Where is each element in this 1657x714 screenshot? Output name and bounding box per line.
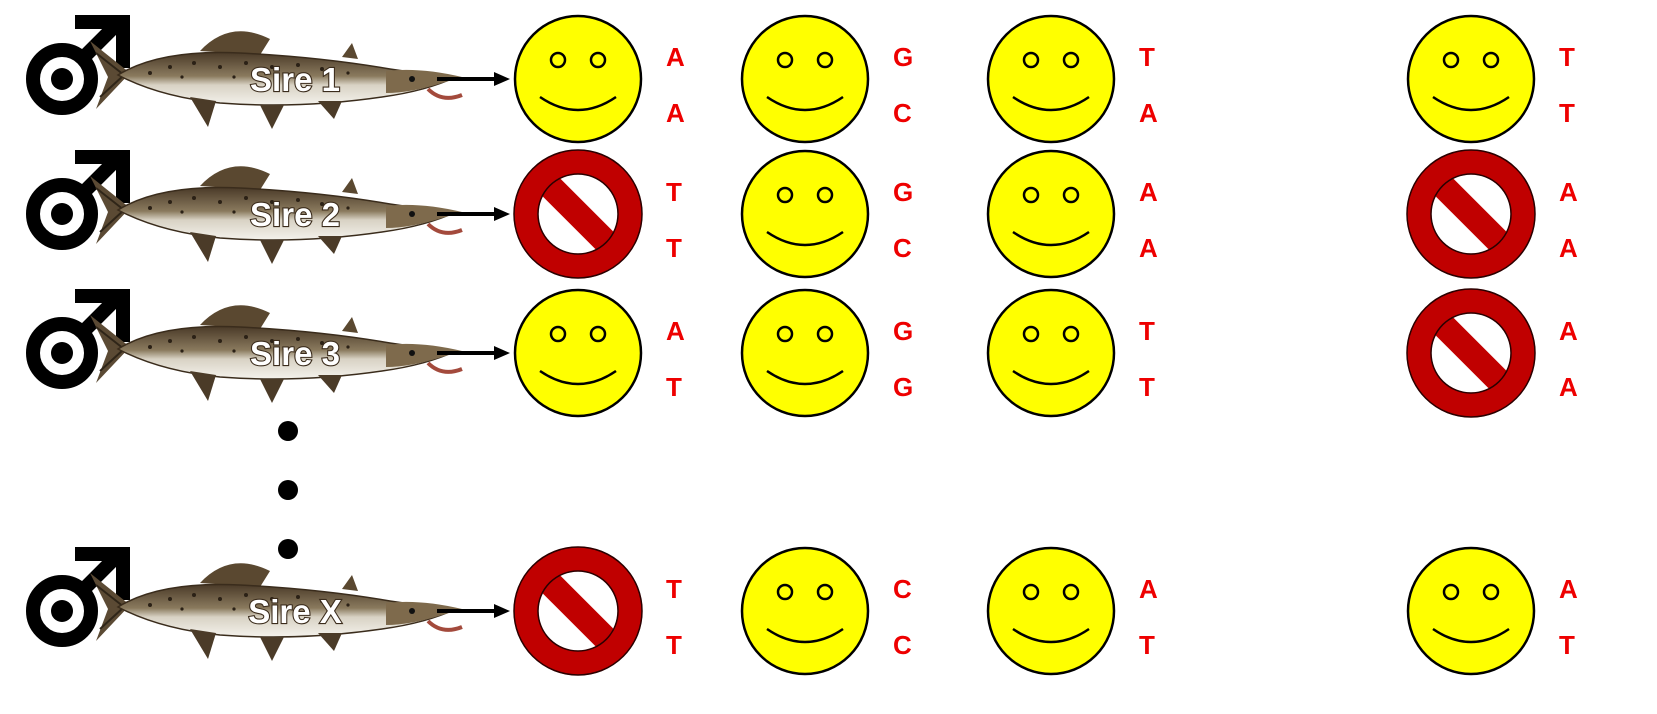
- allele-label: A: [1139, 177, 1158, 207]
- allele-label: A: [1139, 233, 1158, 263]
- allele-label: G: [893, 316, 913, 346]
- smiley-face-icon: [986, 288, 1116, 418]
- smiley-face-icon: [513, 288, 643, 418]
- allele-label: A: [666, 42, 685, 72]
- genotype-cell: TT: [514, 150, 682, 278]
- smiley-face-icon: [740, 149, 870, 279]
- allele-label: T: [1559, 630, 1575, 660]
- sire-label: Sire X: [248, 593, 342, 630]
- arrow-icon: [437, 72, 510, 86]
- allele-label: A: [1559, 372, 1578, 402]
- allele-label: T: [666, 630, 682, 660]
- arrow-icon: [437, 207, 510, 221]
- genotype-cell: GG: [740, 288, 913, 418]
- allele-label: T: [666, 372, 682, 402]
- genotype-cell: TT: [1406, 14, 1575, 144]
- allele-label: C: [893, 233, 912, 263]
- allele-label: A: [1559, 316, 1578, 346]
- allele-label: T: [1139, 316, 1155, 346]
- sire-label: Sire 2: [250, 196, 340, 233]
- allele-label: A: [1139, 98, 1158, 128]
- smiley-face-icon: [740, 288, 870, 418]
- genotype-cell: AA: [986, 149, 1158, 279]
- allele-label: C: [893, 630, 912, 660]
- allele-label: T: [666, 177, 682, 207]
- allele-label: C: [893, 98, 912, 128]
- allele-label: A: [1559, 177, 1578, 207]
- allele-label: T: [1559, 42, 1575, 72]
- genotype-cell: AA: [1407, 289, 1578, 417]
- allele-label: G: [893, 372, 913, 402]
- allele-label: G: [893, 42, 913, 72]
- genotype-cell: CC: [740, 546, 912, 676]
- genotype-cell: AT: [513, 288, 685, 418]
- allele-label: T: [666, 574, 682, 604]
- genotype-cell: GC: [740, 14, 913, 144]
- genotype-cell: AA: [513, 14, 685, 144]
- allele-label: T: [666, 233, 682, 263]
- genotype-cell: TA: [986, 14, 1158, 144]
- genotype-cell: AT: [1406, 546, 1578, 676]
- allele-label: A: [666, 98, 685, 128]
- smiley-face-icon: [513, 14, 643, 144]
- smiley-face-icon: [986, 546, 1116, 676]
- sire-label: Sire 1: [250, 61, 340, 98]
- allele-label: G: [893, 177, 913, 207]
- prohibition-sign-icon: [514, 150, 642, 278]
- allele-label: T: [1139, 630, 1155, 660]
- allele-label: A: [1559, 574, 1578, 604]
- arrow-icon: [437, 604, 510, 618]
- smiley-face-icon: [986, 149, 1116, 279]
- genotype-cell: AT: [986, 546, 1158, 676]
- genotype-cell: AA: [1407, 150, 1578, 278]
- allele-label: T: [1139, 42, 1155, 72]
- prohibition-sign-icon: [514, 547, 642, 675]
- smiley-face-icon: [986, 14, 1116, 144]
- ellipsis-dots: [278, 421, 298, 559]
- allele-label: A: [1139, 574, 1158, 604]
- allele-label: T: [1139, 372, 1155, 402]
- smiley-face-icon: [1406, 546, 1536, 676]
- genotype-cell: GC: [740, 149, 913, 279]
- smiley-face-icon: [740, 14, 870, 144]
- smiley-face-icon: [740, 546, 870, 676]
- allele-label: A: [666, 316, 685, 346]
- genotype-cell: TT: [986, 288, 1155, 418]
- prohibition-sign-icon: [1407, 150, 1535, 278]
- genotype-cell: TT: [514, 547, 682, 675]
- allele-label: A: [1559, 233, 1578, 263]
- sire-label: Sire 3: [250, 335, 340, 372]
- smiley-face-icon: [1406, 14, 1536, 144]
- allele-label: C: [893, 574, 912, 604]
- arrow-icon: [437, 346, 510, 360]
- prohibition-sign-icon: [1407, 289, 1535, 417]
- allele-label: T: [1559, 98, 1575, 128]
